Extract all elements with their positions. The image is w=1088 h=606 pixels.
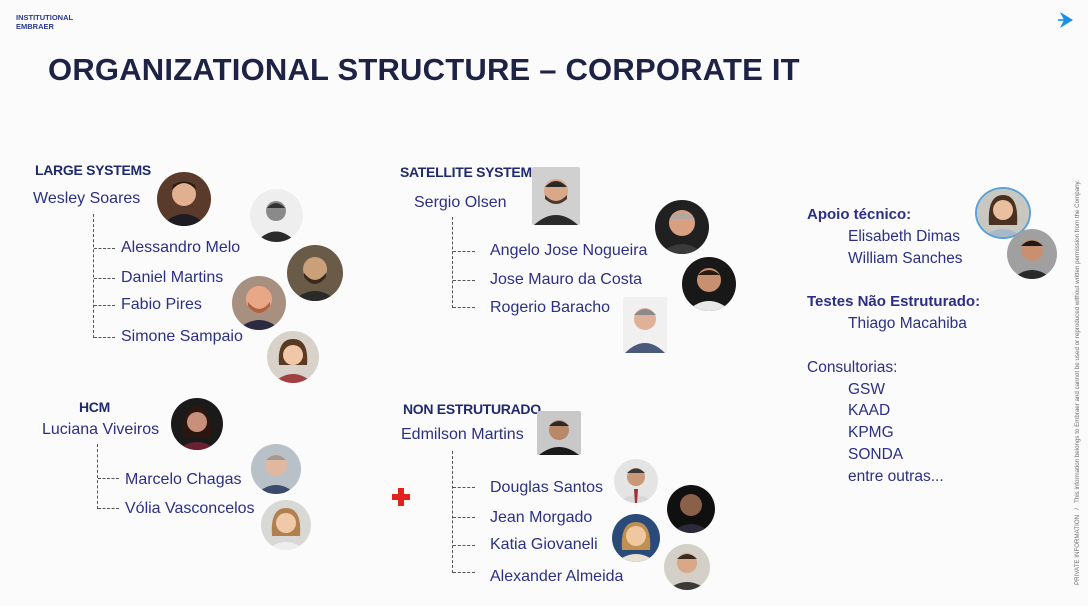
consultoria-kaad: KAAD xyxy=(848,402,891,419)
tree-branch xyxy=(98,478,119,479)
member-daniel-martins: Daniel Martins xyxy=(121,269,224,286)
side-notice: PRIVATE INFORMATION / This information b… xyxy=(1074,65,1081,585)
tree-branch xyxy=(453,487,475,488)
tree-branch xyxy=(94,278,115,279)
avatar-jean-morgado xyxy=(667,485,715,533)
avatar-douglas-santos xyxy=(614,459,658,503)
member-angelo-jose-nogueira: Angelo Jose Nogueira xyxy=(490,242,648,259)
red-plus-icon xyxy=(392,488,410,506)
consultorias-heading: Consultorias: xyxy=(807,359,898,376)
section-large-systems: LARGE SYSTEMS xyxy=(35,162,151,178)
avatar-rogerio-baracho xyxy=(623,297,667,353)
member-douglas-santos: Douglas Santos xyxy=(490,479,603,496)
leader-edmilson-martins: Edmilson Martins xyxy=(401,426,524,443)
leader-sergio-olsen: Sergio Olsen xyxy=(414,194,507,211)
member-jean-morgado: Jean Morgado xyxy=(490,509,593,526)
brand-line2: EMBRAER xyxy=(16,22,54,31)
avatar-wesley-soares xyxy=(157,172,211,226)
member-simone-sampaio: Simone Sampaio xyxy=(121,328,243,345)
avatar-jose-mauro-da-costa xyxy=(682,257,736,311)
member-jose-mauro-da-costa: Jose Mauro da Costa xyxy=(490,271,643,288)
tree-branch xyxy=(453,517,475,518)
arrow-right-icon[interactable] xyxy=(1058,11,1074,29)
consultoria-sonda: SONDA xyxy=(848,446,904,463)
tree-line xyxy=(452,217,453,308)
avatar-daniel-martins xyxy=(287,245,343,301)
member-volia-vasconcelos: Vólia Vasconcelos xyxy=(125,500,255,517)
tree-branch xyxy=(94,337,115,338)
member-fabio-pires: Fabio Pires xyxy=(121,296,202,313)
testes-heading: Testes Não Estruturado: xyxy=(807,293,981,310)
leader-wesley-soares: Wesley Soares xyxy=(33,190,141,207)
private-info-notice: This information belongs to Embraer and … xyxy=(1074,180,1081,503)
apoio-member-william-sanches: William Sanches xyxy=(848,250,963,267)
avatar-alessandro-melo xyxy=(250,189,303,242)
tree-branch xyxy=(98,508,119,509)
avatar-elisabeth-dimas xyxy=(975,187,1031,239)
avatar-william-sanches xyxy=(1007,229,1057,279)
avatar-sergio-olsen xyxy=(532,167,580,225)
side-separator: / xyxy=(1074,507,1081,510)
member-alessandro-melo: Alessandro Melo xyxy=(121,239,241,256)
member-katia-giovaneli: Katia Giovaneli xyxy=(490,536,598,553)
avatar-marcelo-chagas xyxy=(251,444,301,494)
section-non-estruturado: NON ESTRUTURADO xyxy=(403,401,541,417)
tree-line xyxy=(93,214,94,338)
tree-branch xyxy=(453,307,475,308)
consultoria-others: entre outras... xyxy=(848,468,944,485)
tree-branch xyxy=(453,545,475,546)
tree-line xyxy=(97,444,98,509)
page-title: ORGANIZATIONAL STRUCTURE – CORPORATE IT xyxy=(48,52,800,87)
section-satellite-systems: SATELLITE SYSTEMS xyxy=(400,164,541,180)
avatar-fabio-pires xyxy=(232,276,286,330)
member-rogerio-baracho: Rogerio Baracho xyxy=(490,299,611,316)
avatar-alexander-almeida xyxy=(664,544,710,590)
tree-branch xyxy=(94,248,115,249)
tree-branch xyxy=(94,305,115,306)
avatar-simone-sampaio xyxy=(267,331,319,383)
testes-member-thiago-macahiba: Thiago Macahiba xyxy=(848,315,967,332)
tree-line xyxy=(452,451,453,573)
member-alexander-almeida: Alexander Almeida xyxy=(490,568,624,585)
consultoria-kpmg: KPMG xyxy=(848,424,894,441)
leader-luciana-viveiros: Luciana Viveiros xyxy=(42,421,160,438)
section-hcm: HCM xyxy=(79,399,110,415)
avatar-edmilson-martins xyxy=(537,411,581,455)
avatar-luciana-viveiros xyxy=(171,398,223,450)
brand-line1: INSTITUTIONAL xyxy=(16,13,74,22)
tree-branch xyxy=(453,280,475,281)
apoio-tecnico-heading: Apoio técnico: xyxy=(807,206,912,223)
apoio-member-elisabeth-dimas: Elisabeth Dimas xyxy=(848,228,960,245)
private-info-label: PRIVATE INFORMATION xyxy=(1074,514,1081,585)
member-marcelo-chagas: Marcelo Chagas xyxy=(125,471,242,488)
tree-branch xyxy=(453,572,475,573)
brand-label: INSTITUTIONAL EMBRAER xyxy=(16,13,73,31)
tree-branch xyxy=(453,251,475,252)
avatar-volia-vasconcelos xyxy=(261,500,311,550)
avatar-angelo-jose-nogueira xyxy=(655,200,709,254)
avatar-katia-giovaneli xyxy=(612,514,660,562)
consultoria-gsw: GSW xyxy=(848,381,886,398)
